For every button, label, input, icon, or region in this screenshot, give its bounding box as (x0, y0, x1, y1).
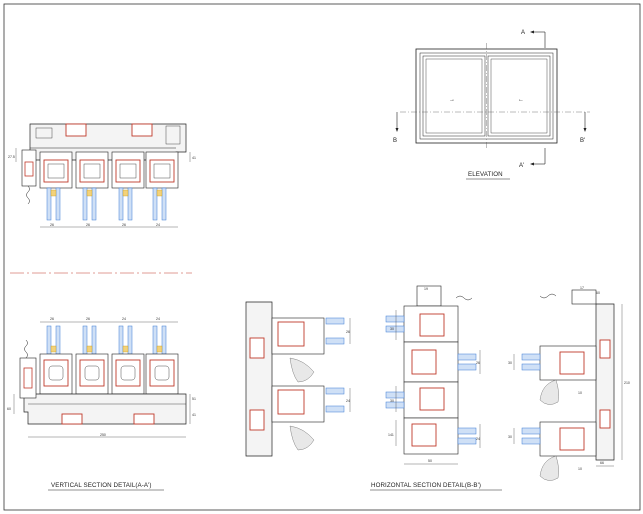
dim-hs-mid-6: 141 (388, 433, 394, 437)
horizontal-section-left: 26 24 (245, 301, 351, 457)
elevation-right-sash (487, 55, 551, 137)
dim-hs-right-1: 17 (580, 286, 584, 290)
top-section-detail: 26 26 26 24 27.5 41 (8, 123, 196, 228)
dim-vs-1: 26 (50, 317, 54, 321)
dim-hs-right-5: 30 (508, 435, 512, 439)
elevation-left-sash (422, 55, 486, 137)
dim-hs-right-8: 66 (600, 461, 604, 465)
dim-vs-side-r1: 51 (192, 397, 196, 401)
dim-top-2: 26 (86, 223, 90, 227)
dim-vs-2: 26 (86, 317, 90, 321)
dim-hs-mid-1: 19 (424, 287, 428, 291)
dim-hs-right-3: 210 (624, 381, 630, 385)
horizontal-section-middle: 19 30 26 24 30 141 50 HORIZONTAL SECTION… (370, 285, 502, 491)
horizontal-section-right: 17 60 210 30 30 10 10 66 (508, 286, 630, 481)
dim-hs-left-1: 26 (346, 330, 350, 334)
section-mark-b: B (393, 138, 397, 144)
dim-side-right: 41 (192, 156, 196, 160)
dim-vs-side: 60 (7, 407, 11, 411)
dim-vs-side-r2: 41 (192, 413, 196, 417)
sash-unit-4 (145, 151, 179, 221)
dim-vs-overall: 250 (100, 433, 106, 437)
section-mark-a: A (521, 30, 525, 36)
dim-hs-mid-4: 24 (476, 437, 480, 441)
dim-hs-mid-3: 26 (476, 361, 480, 365)
dim-hs-right-7: 10 (578, 467, 582, 471)
elevation-view: A A' B B' → ← ELEVATION (393, 30, 590, 180)
dim-top-1: 26 (50, 223, 54, 227)
section-mark-a-prime: A' (519, 163, 524, 169)
vertical-section-detail: 26 26 24 24 (7, 317, 196, 491)
dim-top-3: 26 (122, 223, 126, 227)
dim-vs-3: 24 (122, 317, 126, 321)
dim-hs-right-4: 30 (508, 361, 512, 365)
sash-unit-1 (39, 151, 73, 221)
vertical-section-title: VERTICAL SECTION DETAIL(A-A') (51, 482, 152, 489)
dim-hs-left-2: 24 (346, 399, 350, 403)
dim-vs-4: 24 (156, 317, 160, 321)
horizontal-section-title: HORIZONTAL SECTION DETAIL(B-B') (371, 482, 481, 489)
dim-hs-right-2: 60 (596, 291, 600, 295)
section-mark-b-prime: B' (580, 138, 585, 144)
dim-hs-right-6: 10 (578, 391, 582, 395)
dim-side-left: 27.5 (8, 155, 15, 159)
dim-hs-mid-2: 30 (390, 327, 394, 331)
left-pane-arrow: → (449, 97, 455, 103)
sash-unit-2 (75, 151, 109, 221)
dim-hs-mid-5: 30 (390, 399, 394, 403)
dim-hs-mid-7: 50 (428, 459, 432, 463)
right-pane-arrow: ← (518, 97, 524, 103)
sheet-border (3, 3, 641, 511)
sash-unit-3 (111, 151, 145, 221)
dim-top-4: 24 (156, 223, 160, 227)
elevation-title: ELEVATION (468, 171, 503, 178)
